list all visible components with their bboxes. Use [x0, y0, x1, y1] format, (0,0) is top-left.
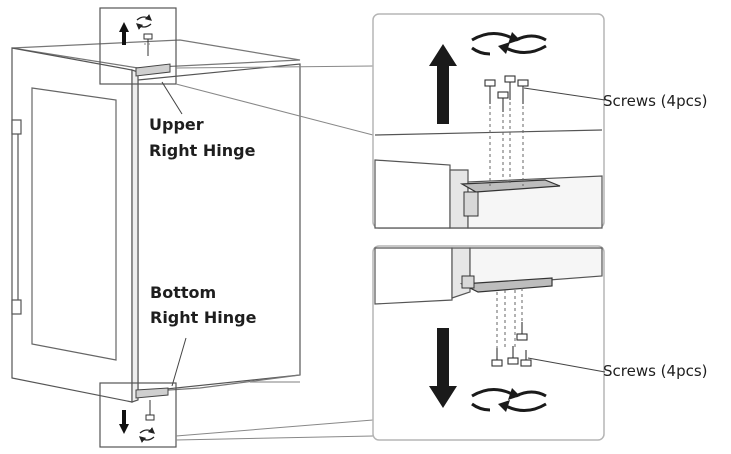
screws-top-callout: Screws (4pcs): [603, 92, 708, 110]
arrow-down-icon: [119, 410, 129, 434]
screw-icon: [491, 322, 532, 367]
bottom-hinge-label-line1: Bottom: [150, 283, 217, 302]
zoom-connector-lines: [175, 65, 374, 441]
hinge-leader-lines: [161, 81, 187, 387]
upper-hinge-detail-box: [99, 7, 177, 85]
rotate-icon: [139, 427, 155, 434]
upper-hinge-label-line1: Upper: [149, 115, 204, 134]
rotate-icon: [136, 14, 152, 21]
upper-hinge-label-line2: Right Hinge: [149, 141, 256, 160]
screw-icon: [484, 75, 529, 112]
screw-icon: [145, 400, 155, 421]
bottom-hinge-detail-box: [99, 382, 177, 448]
upper-zoom-panel: [372, 13, 606, 229]
arrow-up-icon: [119, 22, 129, 45]
screw-icon: [143, 33, 153, 56]
arrow-down-icon: [429, 328, 457, 408]
rotate-icon: [471, 32, 547, 56]
rotate-icon: [471, 388, 547, 412]
arrow-up-icon: [429, 44, 457, 124]
screws-bottom-callout: Screws (4pcs): [603, 362, 708, 380]
lower-zoom-panel: [372, 245, 606, 441]
bottom-hinge-label-line2: Right Hinge: [150, 308, 257, 327]
refrigerator-cabinet: [11, 39, 301, 403]
